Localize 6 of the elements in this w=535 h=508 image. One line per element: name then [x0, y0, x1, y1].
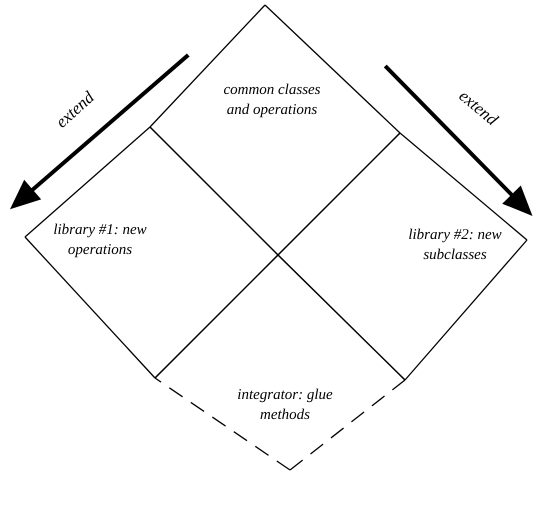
- region-label: integrator: glue methods: [237, 386, 333, 425]
- region-label: library #1: new operations: [52, 221, 148, 260]
- region-label: common classes and operations: [222, 81, 322, 120]
- block-arrow: [384, 64, 532, 216]
- region-label: library #2: new subclasses: [407, 226, 503, 265]
- block-arrow: [10, 54, 190, 210]
